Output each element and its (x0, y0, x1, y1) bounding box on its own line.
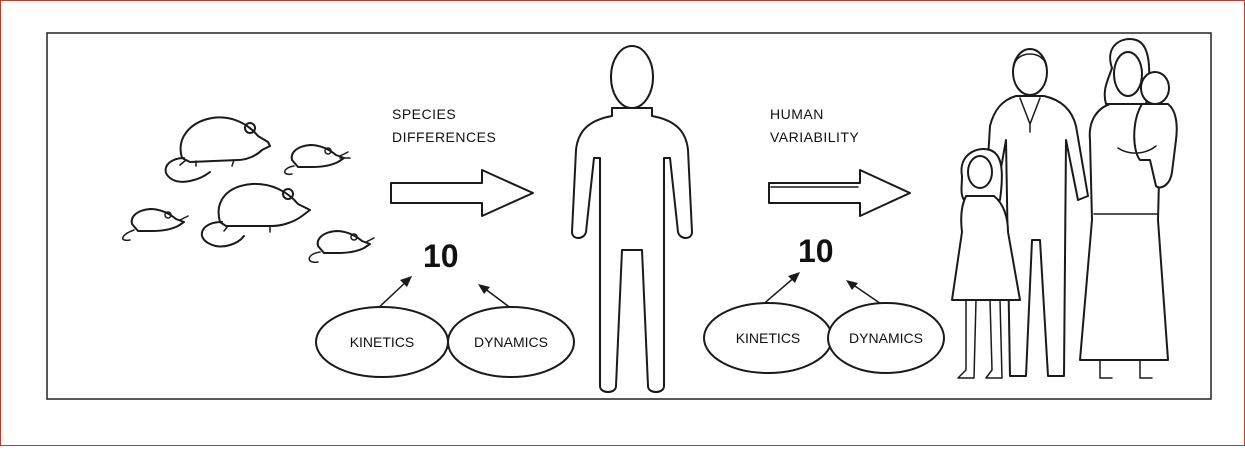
rat-icon (285, 145, 350, 174)
stage1-factor: 10 (423, 238, 459, 274)
rat-icon (309, 231, 374, 262)
stage2-factor: 10 (798, 233, 834, 269)
stage1-contribution-arrows (374, 276, 516, 312)
stage1-heading-line1: SPECIES (392, 106, 456, 122)
rat-icon (202, 184, 310, 247)
stage1-dynamics-oval: DYNAMICS (448, 307, 574, 377)
rat-icon (166, 117, 270, 181)
rat-icon (123, 209, 188, 240)
species-differences-arrow (391, 170, 533, 216)
stage1-dynamics-label: DYNAMICS (474, 334, 548, 350)
stage2-dynamics-label: DYNAMICS (849, 330, 923, 346)
stage1-kinetics-label: KINETICS (350, 334, 415, 350)
stage2-dynamics-oval: DYNAMICS (828, 303, 944, 373)
stage1-kinetics-oval: KINETICS (316, 307, 448, 377)
stage2-kinetics-oval: KINETICS (704, 303, 832, 373)
human-variability-arrow (769, 170, 910, 216)
rats-group-icon (123, 117, 374, 262)
stage2-heading-line2: VARIABILITY (770, 129, 859, 145)
family-group-icon (952, 39, 1177, 378)
human-silhouette-icon (572, 46, 692, 392)
stage2-contribution-arrows (760, 272, 884, 307)
stage2-heading-line1: HUMAN (770, 106, 824, 122)
stage1-heading-line2: DIFFERENCES (392, 129, 496, 145)
stage2-kinetics-label: KINETICS (736, 330, 801, 346)
